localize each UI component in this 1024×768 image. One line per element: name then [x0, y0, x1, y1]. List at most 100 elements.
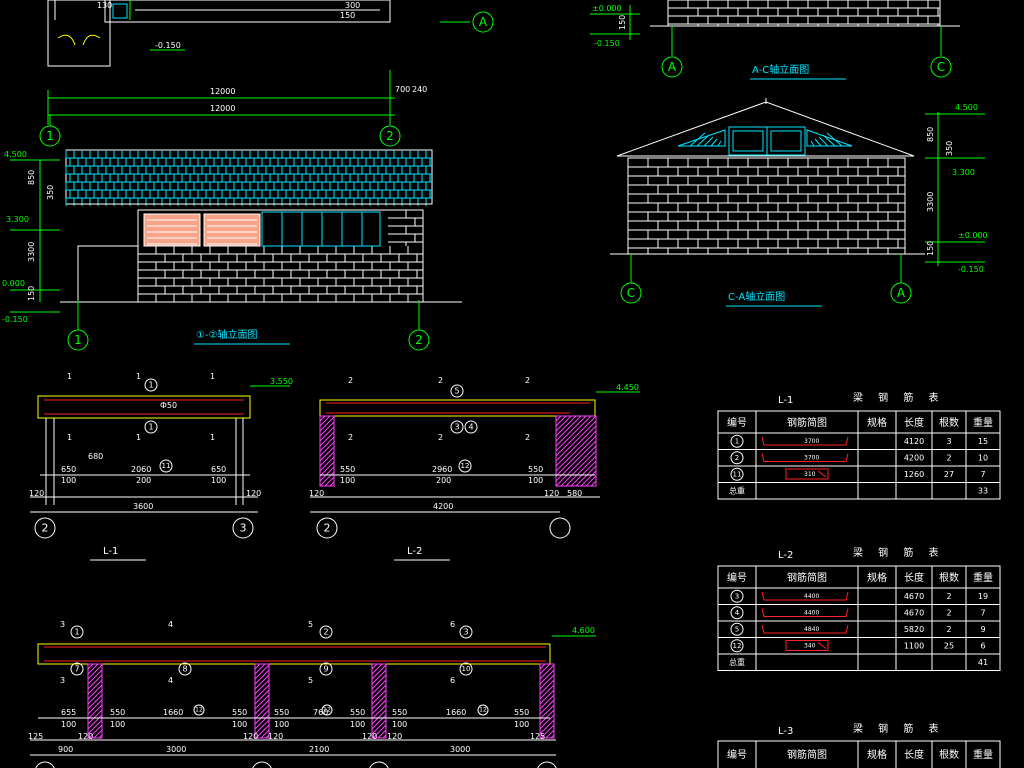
hatch-line: [319, 415, 326, 422]
rebar-weight: 10: [978, 454, 988, 463]
total-label: 总重: [729, 486, 745, 496]
vent-slat: [710, 138, 718, 147]
stair-box: [47, 0, 111, 67]
bar-3: 3: [454, 423, 459, 432]
column-hatch: [555, 415, 597, 487]
axis-bubble-2-bot: [408, 329, 430, 351]
dim-100a: 100: [61, 476, 76, 485]
axis-bubble-3: [232, 517, 254, 539]
table-header: 根数: [939, 748, 959, 761]
bar-5: 5: [454, 387, 459, 396]
rebar-length: 3700: [804, 438, 819, 445]
dim-100-1: 100: [61, 720, 76, 729]
sec-6a: 6: [450, 620, 455, 629]
brick-pattern: [628, 158, 905, 254]
hatch-line: [254, 709, 270, 725]
axis-bubble-2: [316, 517, 338, 539]
row-bar-bubble: [730, 451, 744, 465]
el-m0150: -0.150: [2, 315, 28, 324]
dim-2100: 2100: [309, 745, 329, 754]
top-right-elevation-fragment: ±0.000 -0.150 150 A C A-C轴立面图: [590, 0, 960, 80]
vent-slat: [696, 134, 710, 147]
dim-550a: 550: [340, 465, 355, 474]
hatch-line: [319, 471, 335, 487]
hatch-line: [254, 664, 270, 680]
dim-phi50: Ф50: [160, 401, 177, 410]
bar-9: 9: [323, 665, 328, 674]
hatch-line: [371, 704, 387, 720]
hatch-line: [254, 679, 270, 695]
row-bar-bubble: [730, 467, 744, 481]
dim-1660b: 1660: [446, 708, 466, 717]
dim-150: 150: [27, 286, 36, 301]
hatch-line: [371, 689, 387, 705]
hatch-line: [539, 699, 555, 715]
axis-bubble-2: [34, 517, 56, 539]
hatch-line: [254, 663, 261, 670]
dim-120-3: 120: [268, 732, 283, 741]
door-panel-right: [203, 213, 261, 247]
hatch-line: [565, 455, 597, 487]
rebar-shape-bar: [761, 591, 849, 601]
beam-l1-outline: [37, 395, 251, 419]
row-bar-bubble: [730, 606, 744, 620]
hatch-line: [254, 719, 270, 735]
dim-120-1: 120: [78, 732, 93, 741]
table-header: 钢筋简图: [787, 571, 827, 584]
table-header: 钢筋简图: [787, 748, 827, 761]
sec-1a: 1: [67, 372, 72, 381]
dim-550a: 550: [110, 708, 125, 717]
beam-l3-outline: [37, 643, 551, 665]
sec-2e: 2: [438, 433, 443, 442]
vent-slat: [689, 132, 706, 147]
hatch-line: [87, 704, 103, 720]
rebar-count: 2: [946, 592, 951, 601]
axis-bubble-l3-3: [369, 761, 389, 768]
el-0000: ±0.000: [958, 231, 988, 240]
hatch-line: [371, 694, 387, 710]
rebar-len: 5820: [904, 625, 924, 634]
hatch-line: [87, 679, 103, 695]
bar-bubble-12b: [321, 704, 333, 716]
sec-2c: 2: [525, 376, 530, 385]
hatch-line: [539, 663, 551, 675]
ac-elevation-title: A-C轴立面图: [752, 63, 809, 76]
hatch-line: [254, 663, 266, 675]
hatch-line: [575, 465, 597, 487]
bar-12c: 12: [479, 707, 487, 714]
column-3: [371, 663, 387, 739]
dim-760: 760: [313, 708, 328, 717]
dim-120a: 120: [309, 489, 324, 498]
table-header: 根数: [939, 416, 959, 429]
hatch-line: [319, 416, 335, 432]
beam-l1-name: L-1: [103, 546, 118, 557]
bar-7: 7: [74, 665, 79, 674]
axis-1-bot: 1: [74, 333, 82, 347]
hatch-line: [87, 664, 103, 680]
bar-bubble-3: [450, 420, 464, 434]
axis-bubble-a: [661, 56, 683, 78]
hatch-line: [555, 430, 597, 472]
hatch-line: [372, 724, 387, 739]
hatch-line: [555, 415, 592, 452]
dim-700: 700: [395, 85, 410, 94]
ca-elevation-title: C-A轴立面图: [728, 290, 785, 303]
hatch-line: [539, 674, 555, 690]
dim-200: 200: [136, 476, 151, 485]
sec-4b: 4: [168, 676, 173, 685]
hatch-line: [371, 709, 387, 725]
bar-12a: 12: [195, 707, 203, 714]
vent-slat: [703, 136, 714, 147]
sec-1e: 1: [136, 433, 141, 442]
hatch-line: [324, 476, 335, 487]
dim-100-5: 100: [350, 720, 365, 729]
beam-l2-detail: 4.450 2 2 2 2 2 2 5 3 4 12 550 2960 550 …: [309, 376, 640, 561]
column-1: [87, 663, 103, 739]
table-name: L-1: [778, 395, 793, 406]
hatch-line: [371, 674, 387, 690]
hatch-line: [539, 709, 555, 725]
hatch-line: [539, 719, 555, 735]
dim-550b: 550: [528, 465, 543, 474]
rebar-length: 4400: [804, 610, 819, 617]
gable-window-pane-r: [770, 130, 802, 152]
